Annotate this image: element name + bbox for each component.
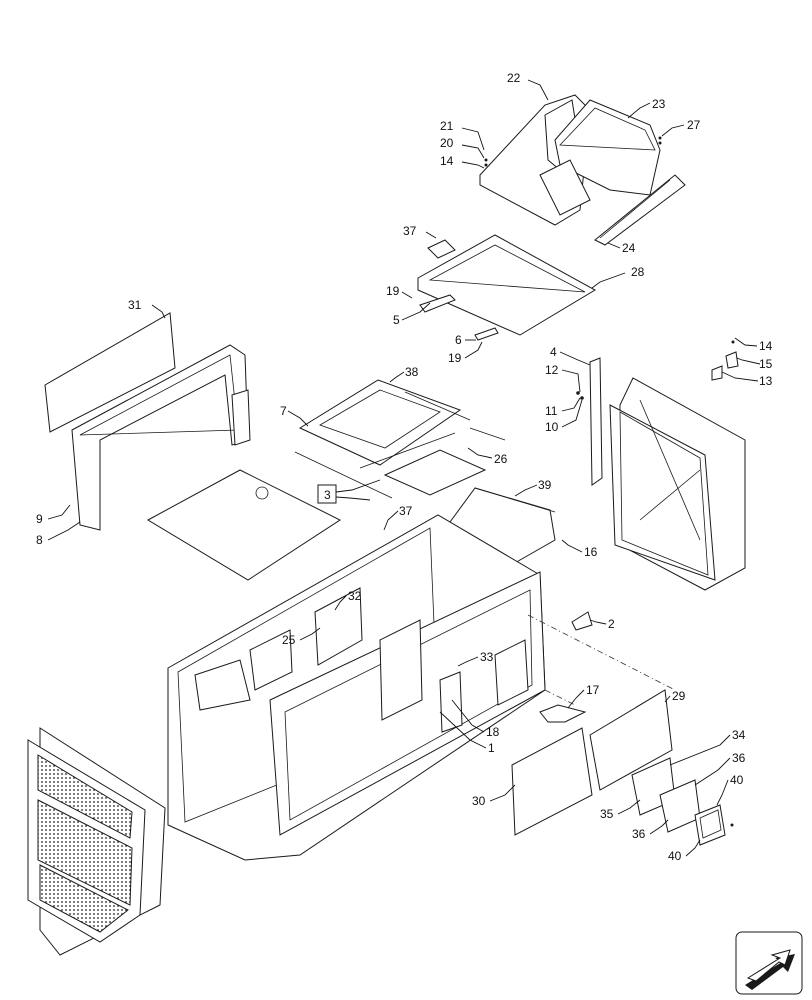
callout-23: 23 (652, 97, 666, 111)
callout-38: 38 (405, 365, 419, 379)
bracket-17 (539, 704, 587, 723)
callout-28: 28 (631, 265, 645, 279)
callout-1: 1 (488, 741, 495, 755)
callout-3-box (317, 484, 337, 504)
callout-37: 37 (403, 224, 417, 238)
callout-30: 30 (472, 794, 486, 808)
callout-29: 29 (672, 689, 686, 703)
bracket-13-15 (711, 340, 739, 381)
callout-36: 36 (732, 751, 746, 765)
callout-37: 37 (399, 504, 413, 518)
callout-26: 26 (494, 452, 508, 466)
side-panels (511, 689, 673, 836)
callout-24: 24 (622, 241, 636, 255)
callout-12: 12 (545, 363, 559, 377)
callout-40: 40 (730, 773, 744, 787)
callout-10: 10 (545, 420, 559, 434)
floor-plate (146, 469, 342, 581)
callout-19: 19 (448, 351, 462, 365)
callout-8: 8 (36, 533, 43, 547)
callout-9: 9 (36, 512, 43, 526)
callout-35: 35 (600, 807, 614, 821)
callout-16: 16 (584, 545, 598, 559)
callout-11: 11 (545, 404, 558, 418)
callout-17: 17 (586, 683, 600, 697)
callout-33: 33 (480, 650, 494, 664)
callout-36: 36 (632, 827, 646, 841)
callout-32: 32 (348, 589, 362, 603)
callout-20: 20 (440, 136, 454, 150)
control-box-stack (631, 757, 734, 846)
callout-6: 6 (455, 333, 462, 347)
bracket-2 (571, 611, 593, 631)
callout-7: 7 (280, 404, 287, 418)
right-window-frame (609, 377, 746, 591)
arrow-icon[interactable] (735, 931, 803, 995)
callout-15: 15 (759, 357, 773, 371)
callout-21: 21 (440, 119, 454, 133)
callout-27: 27 (687, 118, 701, 132)
callout-labels: 22 23 21 20 14 27 37 24 28 31 19 5 6 19 … (36, 71, 773, 863)
callout-3: 3 (324, 488, 331, 502)
callout-22: 22 (507, 71, 521, 85)
callout-18: 18 (486, 725, 500, 739)
callout-4: 4 (550, 345, 557, 359)
callout-31: 31 (128, 298, 142, 312)
callout-40: 40 (668, 849, 682, 863)
callout-5: 5 (393, 313, 400, 327)
callout-2: 2 (608, 617, 615, 631)
callout-19: 19 (386, 284, 400, 298)
callout-25: 25 (282, 633, 296, 647)
duct-assembly (479, 94, 686, 246)
stacked-panels (294, 379, 506, 499)
left-frame-group (44, 312, 251, 531)
top-plate-group (417, 234, 597, 341)
callout-39: 39 (538, 478, 552, 492)
callout-34: 34 (732, 728, 746, 742)
vertical-strip (576, 357, 603, 486)
leader-lines (47, 79, 761, 857)
callout-14: 14 (440, 154, 454, 168)
callout-13: 13 (759, 374, 773, 388)
callout-14: 14 (759, 339, 773, 353)
perforated-front-panel (27, 727, 166, 956)
main-enclosure (167, 514, 546, 861)
alignment-lines (527, 614, 676, 706)
